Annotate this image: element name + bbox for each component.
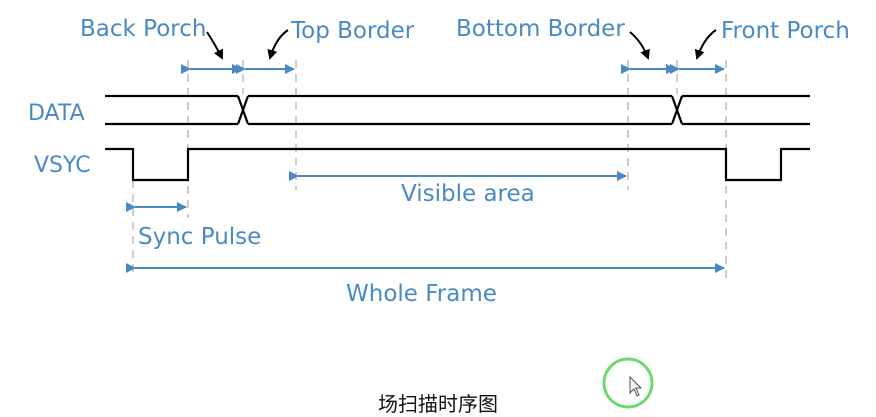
top-border-label: Top Border	[290, 18, 415, 44]
bottom-border-label: Bottom Border	[456, 16, 625, 42]
sync-pulse-label: Sync Pulse	[138, 224, 261, 250]
data-signal-label: DATA	[28, 101, 85, 126]
span-arrows	[126, 64, 725, 273]
whole-frame-label: Whole Frame	[346, 281, 497, 307]
mouse-pointer-icon	[629, 375, 643, 397]
top-border-callout	[267, 29, 289, 60]
bottom-border-callout	[629, 31, 650, 60]
back-porch-callout	[206, 31, 223, 60]
front-porch-label: Front Porch	[721, 18, 850, 44]
front-porch-callout	[694, 29, 717, 60]
callout-arrows	[206, 29, 717, 60]
data-bus	[105, 94, 810, 126]
cursor-highlight-ring	[602, 357, 654, 409]
vsync-signal-label: VSYC	[34, 153, 91, 178]
vsync-waveform	[105, 147, 810, 182]
back-porch-label: Back Porch	[80, 16, 206, 42]
diagram-caption: 场扫描时序图	[378, 392, 498, 416]
visible-area-label: Visible area	[401, 181, 535, 207]
